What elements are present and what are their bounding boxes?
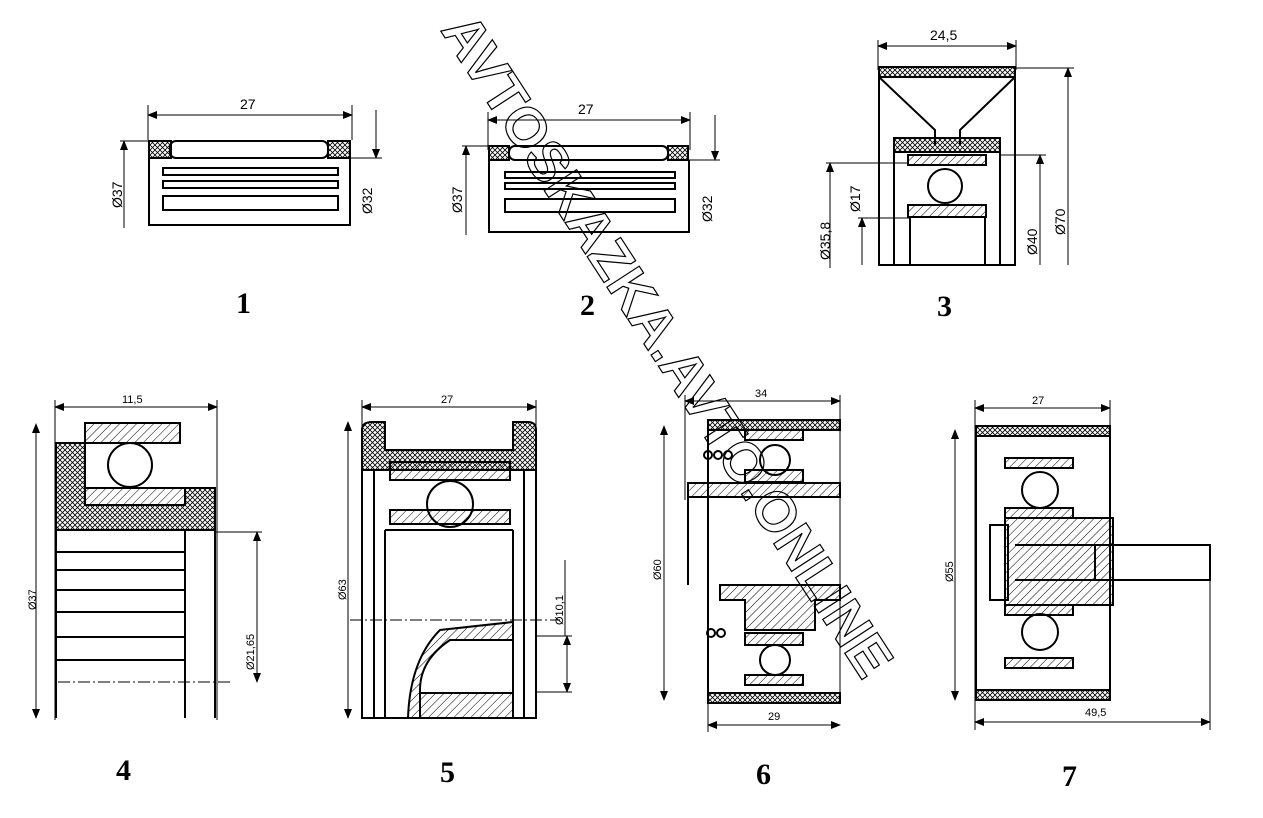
figure-number: 7 (1062, 760, 1077, 793)
figure-2: 27 Ø37 Ø32 2 (449, 101, 720, 322)
figure-6: 34 Ø60 29 6 (652, 388, 841, 791)
dim-diameter-35-8: Ø35,8 (817, 222, 833, 260)
dim-width-27: 27 (1032, 395, 1044, 407)
dim-width: 24,5 (930, 27, 957, 43)
dim-length: 27 (240, 96, 256, 112)
dim-diameter-21-65: Ø21,65 (245, 634, 257, 670)
figure-1: 27 Ø37 Ø32 1 (109, 96, 382, 320)
figure-number: 3 (937, 290, 952, 323)
figure-3: 24,5 Ø35,8 Ø17 Ø40 Ø70 3 (817, 27, 1074, 323)
dim-diameter-inner: Ø32 (359, 187, 375, 214)
dim-width: 11,5 (122, 394, 143, 406)
dim-diameter-inner: Ø32 (699, 195, 715, 222)
figure-5: 27 Ø63 Ø10,1 5 (337, 394, 572, 789)
dim-width-29: 29 (768, 711, 780, 723)
dim-diameter-37: Ø37 (27, 589, 39, 610)
dim-diameter-outer: Ø37 (449, 186, 465, 213)
dim-diameter-55: Ø55 (944, 561, 956, 582)
figure-number: 5 (440, 756, 455, 789)
figure-number: 6 (756, 758, 771, 791)
dim-length: 27 (578, 101, 594, 117)
dim-diameter-40: Ø40 (1024, 228, 1040, 255)
dim-diameter-outer: Ø37 (109, 181, 125, 208)
dim-diameter-70: Ø70 (1052, 208, 1068, 235)
figure-number: 4 (116, 754, 131, 787)
dim-length-49-5: 49,5 (1085, 707, 1106, 719)
figure-7: 27 Ø55 49,5 7 (944, 395, 1211, 793)
figure-4: 11,5 Ø37 Ø21,65 4 (27, 394, 262, 787)
dim-diameter-10-1: Ø10,1 (554, 595, 566, 625)
dim-width-34: 34 (755, 388, 767, 400)
dim-diameter-17: Ø17 (847, 185, 863, 212)
dim-diameter-63: Ø63 (337, 579, 349, 600)
figure-number: 1 (236, 287, 251, 320)
dim-width: 27 (441, 394, 453, 406)
watermark: AVTOSKAZKA.AVTO.ONLINE (430, 2, 906, 688)
dim-diameter-60: Ø60 (652, 559, 664, 580)
figure-number: 2 (580, 289, 595, 322)
